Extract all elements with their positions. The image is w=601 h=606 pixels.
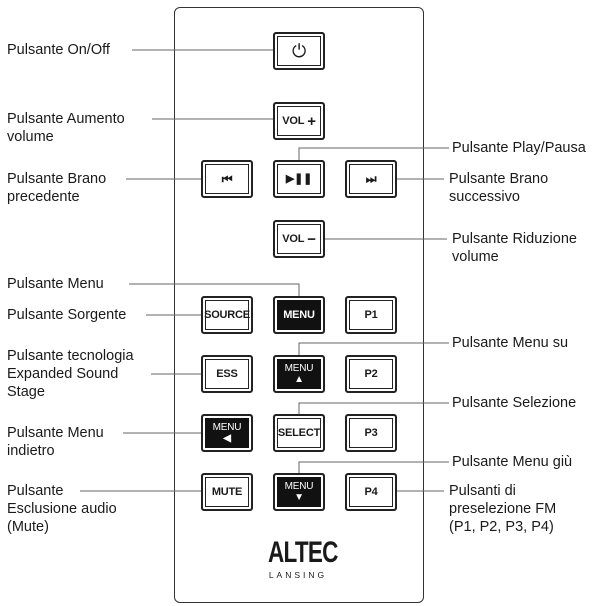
volume-up-button[interactable]: VOL +	[273, 102, 325, 140]
previous-track-icon: ⏮	[221, 172, 233, 186]
play-pause-icon: ▶❚❚	[285, 172, 313, 185]
p4-label: P4	[364, 486, 378, 498]
label-menu: Pulsante Menu	[7, 276, 104, 292]
line-play-pause	[298, 147, 449, 160]
line-menu	[129, 283, 300, 296]
select-button[interactable]: SELECT	[273, 414, 325, 452]
volume-down-button[interactable]: VOL −	[273, 220, 325, 258]
p3-label: P3	[364, 427, 378, 439]
menu-label: MENU	[283, 309, 315, 321]
play-pause-button[interactable]: ▶❚❚	[273, 160, 325, 198]
ess-label: ESS	[216, 368, 238, 380]
menu-down-button[interactable]: MENU ▼	[273, 473, 325, 511]
remote-control-body	[174, 7, 424, 603]
next-track-button[interactable]: ⏭	[345, 160, 397, 198]
preset-p1-button[interactable]: P1	[345, 296, 397, 334]
mute-button[interactable]: MUTE	[201, 473, 253, 511]
source-button[interactable]: SOURCE	[201, 296, 253, 334]
preset-p2-button[interactable]: P2	[345, 355, 397, 393]
p2-label: P2	[364, 368, 378, 380]
minus-icon: −	[307, 230, 316, 248]
source-label: SOURCE	[204, 309, 250, 321]
altec-lansing-logo: ALTEC LANSING	[258, 536, 338, 581]
label-source: Pulsante Sorgente	[7, 307, 127, 323]
vol-minus-label: VOL	[282, 233, 305, 245]
preset-p4-button[interactable]: P4	[345, 473, 397, 511]
logo-sub: LANSING	[268, 570, 328, 580]
menu-up-button[interactable]: MENU ▲	[273, 355, 325, 393]
mute-label: MUTE	[211, 486, 243, 498]
label-menu-up: Pulsante Menu su	[452, 335, 569, 351]
label-menu-down: Pulsante Menu giù	[452, 454, 573, 470]
logo-brand: ALTEC	[268, 536, 338, 569]
previous-track-button[interactable]: ⏮	[201, 160, 253, 198]
preset-p3-button[interactable]: P3	[345, 414, 397, 452]
select-label: SELECT	[277, 427, 321, 439]
arrow-left-icon: ◀	[223, 432, 231, 444]
arrow-up-icon: ▲	[294, 373, 304, 385]
menu-up-label: MENU	[284, 362, 314, 374]
menu-back-label: MENU	[212, 421, 242, 433]
line-select	[298, 402, 449, 414]
menu-back-button[interactable]: MENU ◀	[201, 414, 253, 452]
next-track-icon: ⏭	[365, 172, 377, 186]
line-menu-down	[298, 461, 449, 473]
ess-button[interactable]: ESS	[201, 355, 253, 393]
label-on-off: Pulsante On/Off	[7, 42, 110, 58]
p1-label: P1	[364, 309, 378, 321]
plus-icon: +	[307, 112, 316, 130]
label-play-pause: Pulsante Play/Pausa	[452, 140, 586, 156]
line-menu-up	[298, 342, 449, 355]
power-button[interactable]: ⏻	[273, 32, 325, 70]
menu-button[interactable]: MENU	[273, 296, 325, 334]
vol-plus-label: VOL	[282, 115, 305, 127]
power-icon: ⏻	[291, 41, 307, 61]
menu-down-label: MENU	[284, 480, 314, 492]
label-select: Pulsante Selezione	[452, 395, 577, 411]
arrow-down-icon: ▼	[294, 491, 304, 503]
